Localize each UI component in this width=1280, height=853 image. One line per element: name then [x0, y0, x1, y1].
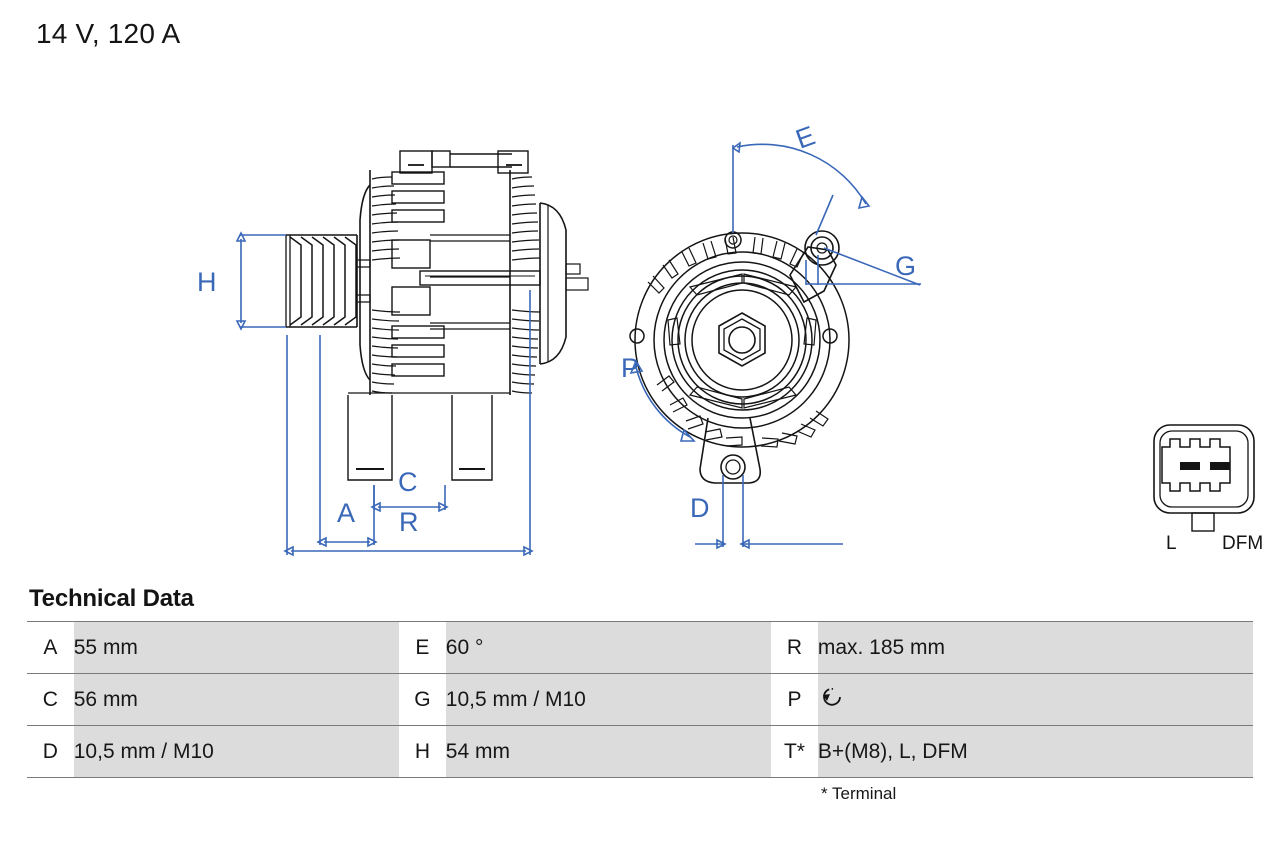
table-row: A 55 mm E 60 ° R max. 185 mm — [27, 621, 1253, 674]
row-key-e: E — [399, 621, 446, 674]
dimension-label-c: C — [398, 467, 418, 497]
adjusting-arm — [789, 230, 840, 304]
dimension-g: G — [805, 247, 921, 286]
counter-clockwise-rotation-icon — [818, 682, 848, 718]
row-key-c: C — [27, 673, 74, 726]
table-footnote: * Terminal — [821, 784, 897, 803]
dimension-e: E — [731, 120, 871, 236]
dimension-p: P — [621, 353, 696, 442]
side-lugs — [629, 328, 838, 344]
dimension-a: A — [316, 335, 378, 548]
row-key-r: R — [771, 621, 818, 674]
row-key-t: T* — [771, 725, 818, 778]
row-value-e: 60 ° — [445, 621, 772, 674]
alternator-end-view: E G P D — [621, 120, 921, 550]
row-value-a: 55 mm — [73, 621, 400, 674]
alternator-side-view: H A C R — [197, 150, 589, 557]
dimension-d: D — [690, 475, 843, 550]
connector-label-dfm: DFM — [1222, 533, 1263, 554]
row-value-c: 56 mm — [73, 673, 400, 726]
row-key-d: D — [27, 725, 74, 778]
dimension-r: R — [283, 290, 534, 557]
dimension-label-p: P — [621, 353, 639, 383]
row-value-d: 10,5 mm / M10 — [73, 725, 400, 778]
mounting-feet — [347, 392, 510, 481]
rotor-rings — [663, 261, 821, 419]
dimension-h: H — [197, 231, 286, 331]
row-key-p: P — [771, 673, 818, 726]
technical-data-heading: Technical Data — [29, 585, 194, 612]
technical-drawing: H A C R — [0, 55, 1280, 565]
connector-label-l: L — [1166, 533, 1177, 554]
row-value-t: B+(M8), L, DFM — [817, 725, 1253, 778]
slip-ring-end-housing — [509, 170, 541, 395]
row-value-g: 10,5 mm / M10 — [445, 673, 772, 726]
page-title: 14 V, 120 A — [36, 18, 181, 49]
drive-end-housing — [359, 170, 401, 395]
dimension-label-a: A — [337, 498, 355, 528]
row-value-r: max. 185 mm — [817, 621, 1253, 674]
row-value-h: 54 mm — [445, 725, 772, 778]
rear-cover — [539, 202, 589, 365]
dimension-c: C — [370, 467, 449, 513]
row-value-p — [817, 673, 1253, 726]
dimension-label-h: H — [197, 267, 217, 297]
stator-outer-ring — [634, 232, 850, 448]
dimension-label-g: G — [895, 251, 916, 281]
stator-body — [391, 150, 541, 377]
dimension-label-r: R — [399, 507, 419, 537]
table-row: C 56 mm G 10,5 mm / M10 P — [27, 673, 1253, 726]
row-key-a: A — [27, 621, 74, 674]
dimension-label-d: D — [690, 493, 710, 523]
bottom-mount-foot — [699, 417, 762, 484]
row-key-g: G — [399, 673, 446, 726]
connector-plug-diagram: L DFM — [1153, 424, 1263, 554]
technical-data-table: A 55 mm E 60 ° R max. 185 mm C 56 mm G 1… — [27, 621, 1253, 778]
pulley — [285, 234, 371, 328]
technical-data-section: Technical Data A 55 mm E 60 ° R max. 185… — [27, 585, 1255, 804]
row-key-h: H — [399, 725, 446, 778]
table-row: D 10,5 mm / M10 H 54 mm T* B+(M8), L, DF… — [27, 725, 1253, 778]
center-hex-nut — [718, 312, 766, 367]
